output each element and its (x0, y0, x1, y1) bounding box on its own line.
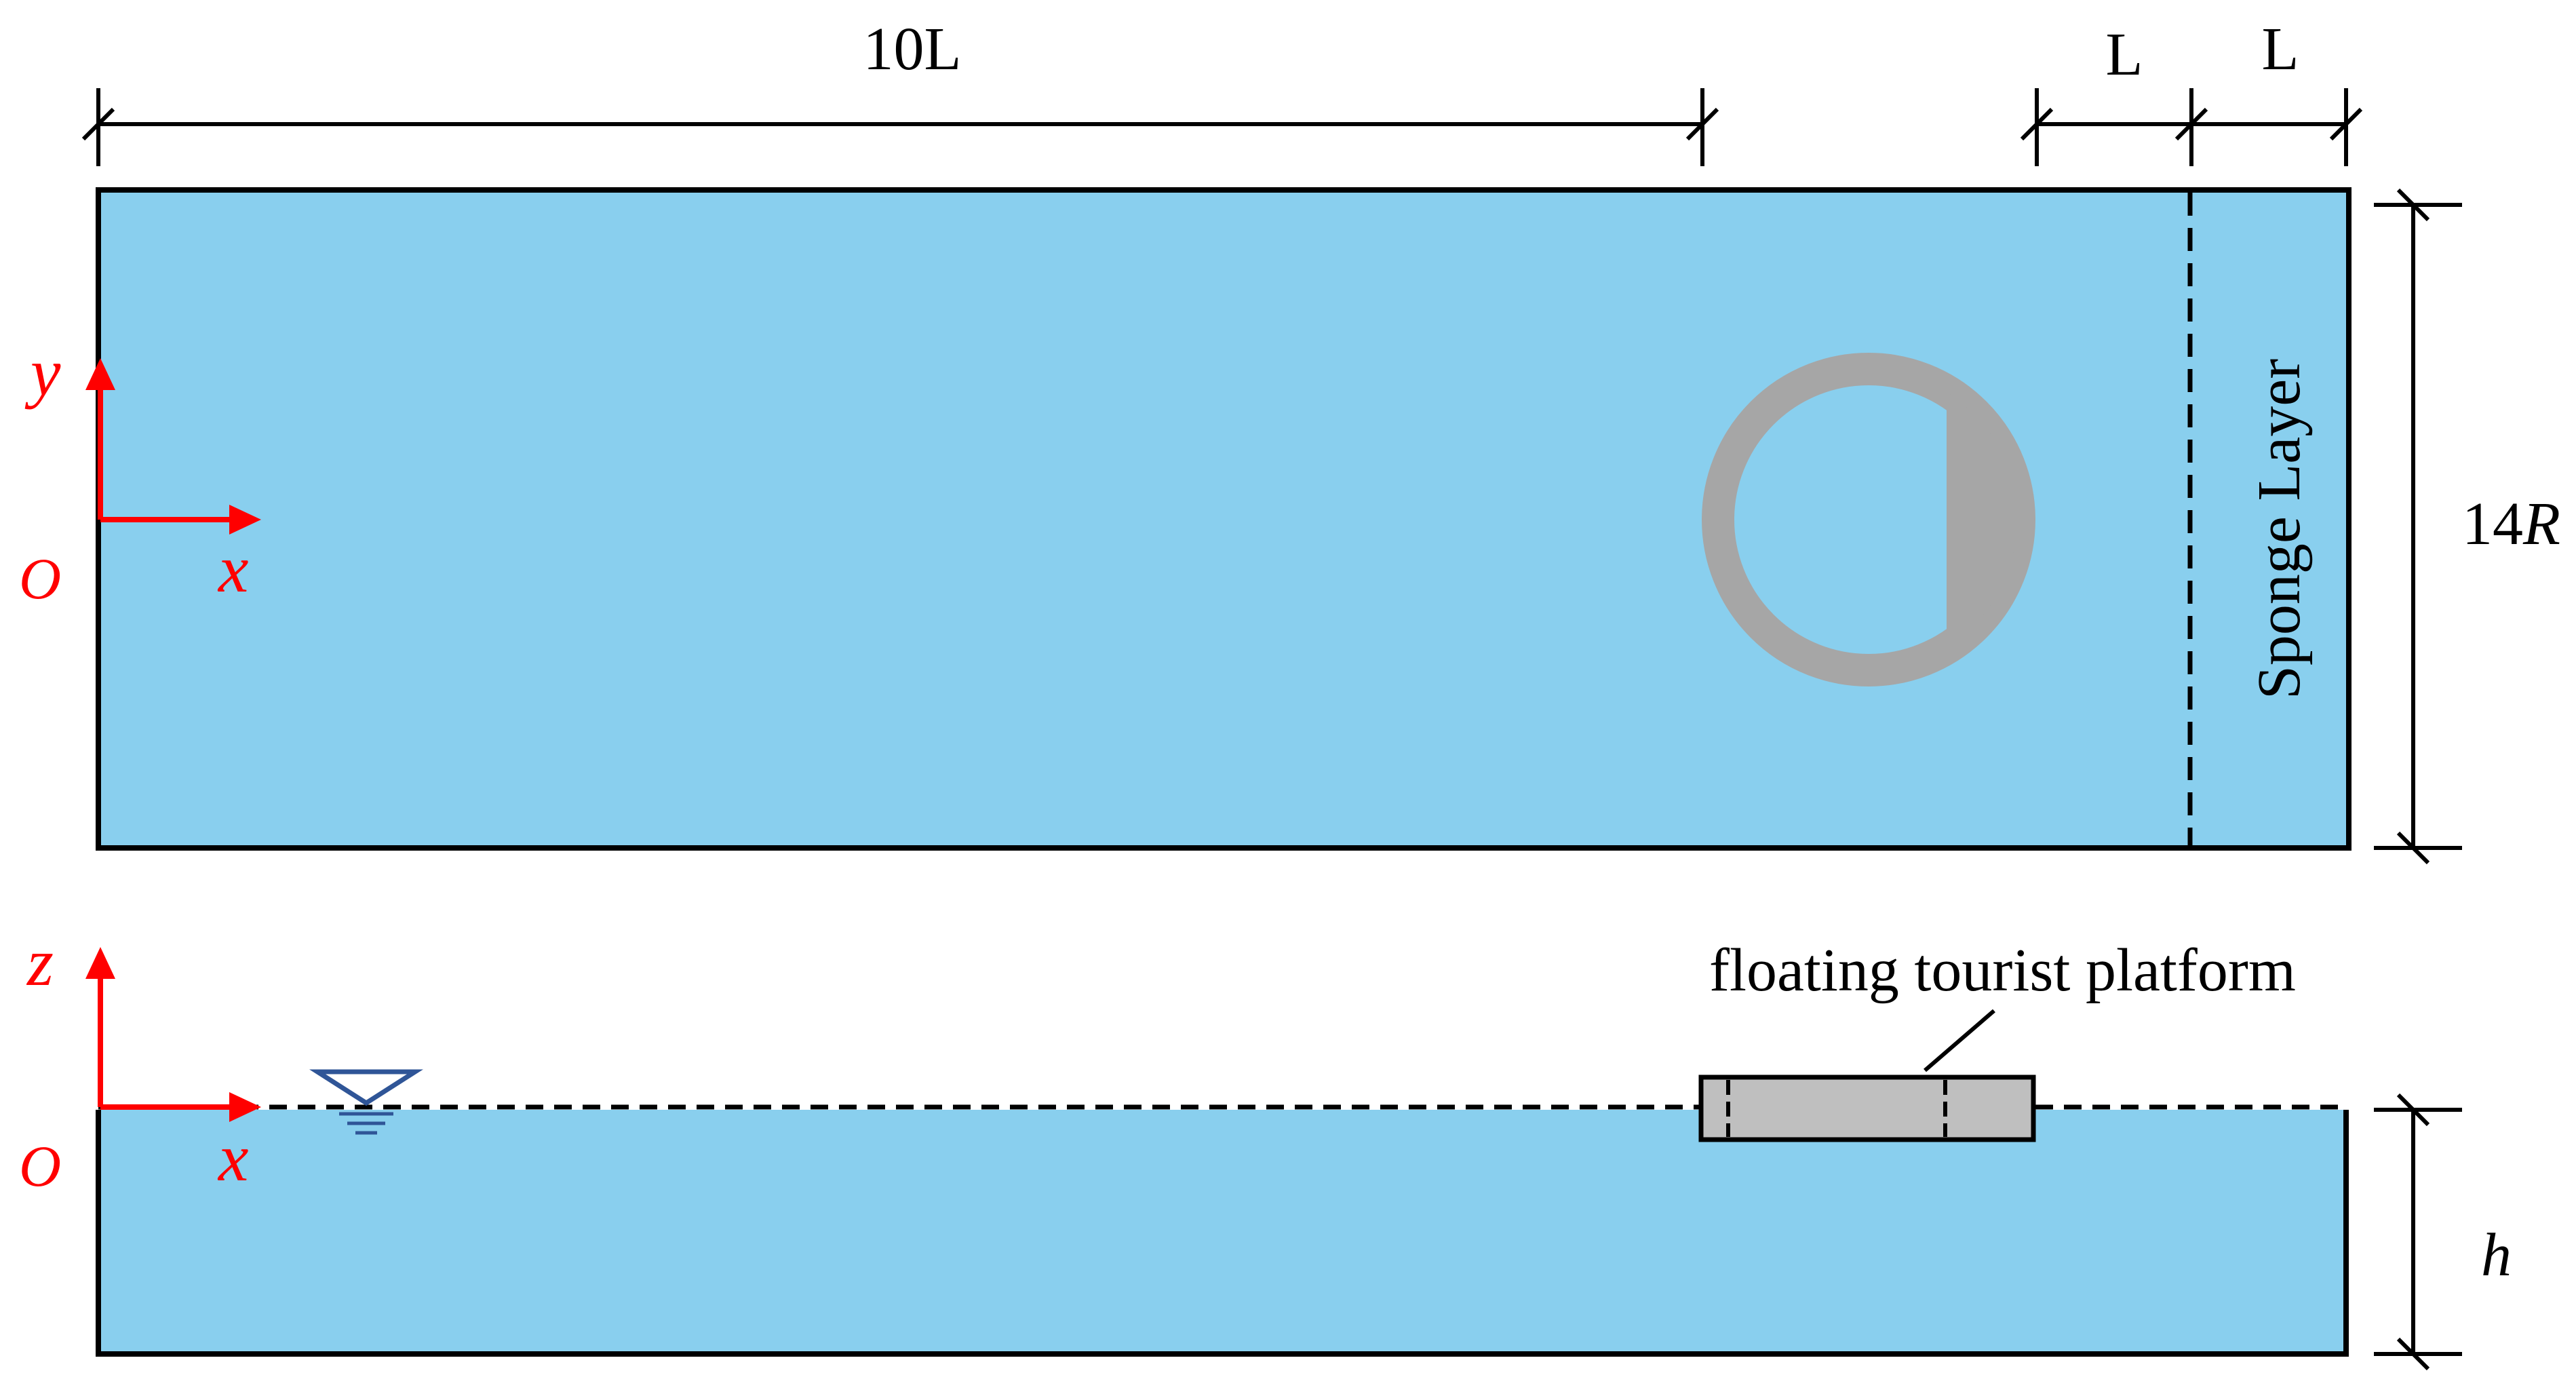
depth-dimension (2374, 1093, 2462, 1371)
dim-label-14R-var: R (2522, 490, 2560, 558)
plan-origin-label: O (19, 546, 61, 611)
side-water-domain (98, 1110, 2346, 1354)
platform-label: floating tourist platform (1709, 937, 2296, 1004)
dim-label-L-second: L (2262, 16, 2299, 83)
side-axis-z-label: z (26, 925, 54, 1000)
platform-leader-line (1924, 1009, 1995, 1072)
dim-label-L-first: L (2106, 21, 2143, 88)
dim-label-10L: 10L (863, 16, 962, 83)
platform-plan-shape (1702, 353, 2035, 686)
sponge-layer-label: Sponge Layer (2246, 359, 2313, 699)
plan-axis-y-label: y (24, 334, 61, 410)
side-axes (85, 947, 261, 1122)
dim-label-h: h (2481, 1222, 2512, 1289)
side-view: z x O (19, 925, 2349, 1357)
width-dimension (2374, 188, 2462, 865)
platform-side-shape (1698, 1074, 2036, 1142)
side-axis-x-label: x (217, 1120, 248, 1195)
dim-label-14R: 14R (2462, 490, 2560, 558)
plan-axes (85, 358, 261, 535)
plan-view: Sponge Layer y x O (19, 187, 2351, 851)
water-level-triangle-icon (309, 1069, 423, 1135)
side-origin-label: O (19, 1134, 61, 1199)
dim-label-14R-number: 14 (2462, 490, 2523, 558)
top-dimensions (81, 88, 2363, 166)
plan-axis-x-label: x (217, 531, 248, 606)
